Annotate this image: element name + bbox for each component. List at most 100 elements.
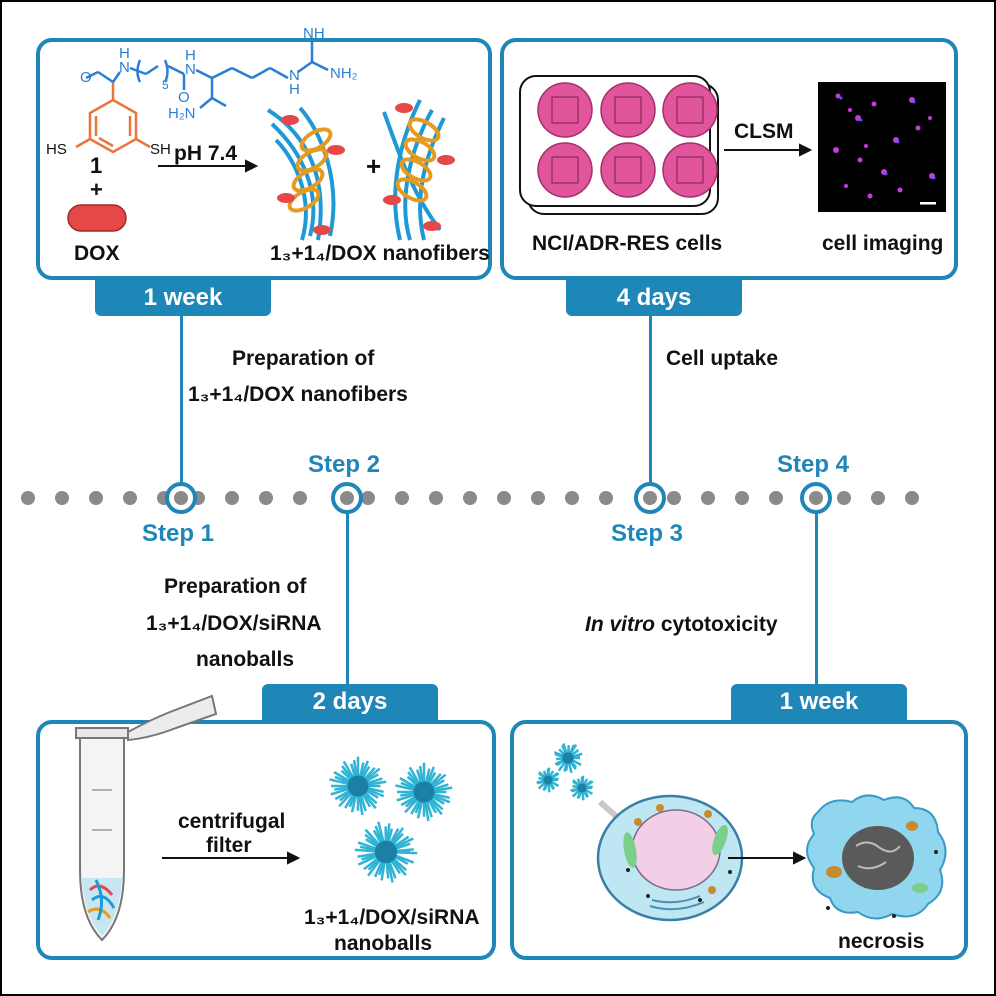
step1-desc-line2: 1₃+1₄/DOX nanofibers [188,383,408,406]
timeline-dot [905,491,919,505]
duration-tab-step1: 1 week [95,280,271,316]
connector-step4 [815,512,818,684]
clsm-arrow [724,143,813,157]
nanoball-small-icons [536,743,594,801]
nanoball [329,756,387,816]
timeline-dot [259,491,273,505]
chain-structure [85,42,329,109]
cell-imaging-micrograph [818,82,946,212]
step2-desc-line2: 1₃+1₄/DOX/siRNA [146,612,322,635]
necrosis-label: necrosis [838,930,925,953]
nanoball [536,767,560,793]
step2-desc-line1: Preparation of [164,575,307,598]
timeline-dot [293,491,307,505]
healthy-cell-icon [596,794,744,922]
step2-desc-line3: nanoballs [196,648,295,671]
necrosis-arrow [728,851,807,865]
centrifuge-tube-icon [75,694,218,942]
timeline-dot [701,491,715,505]
nanofiber-icon-1 [266,106,345,241]
reaction-arrow [158,159,259,173]
timeline-dot [531,491,545,505]
nanofiber-label: 1₃+1₄/DOX nanofibers [270,242,490,265]
timeline-dot [55,491,69,505]
step1-desc-line1: Preparation of [232,347,375,370]
step4-desc: In vitro cytotoxicity [585,611,778,638]
nanoball [395,762,453,822]
step4-label: Step 4 [777,451,850,478]
chem-o2: O [178,89,190,106]
timeline-dot [735,491,749,505]
timeline-step-dot [643,491,657,505]
cells-label: NCI/ADR-RES cells [532,232,723,255]
dox-label: DOX [74,242,120,265]
nanoball-label-line2: nanoballs [334,932,433,955]
cell-imaging-label: cell imaging [822,232,944,255]
chem-n2: N [185,61,196,78]
step4-desc-italic: In vitro [585,613,656,636]
timeline-dot [599,491,613,505]
duration-tab-step2: 2 days [262,684,438,720]
well-plate-icon [519,75,719,215]
filter-label-line2: filter [206,834,252,857]
connector-step3 [649,316,652,484]
timeline-dot [429,491,443,505]
nanoball-label-line1: 1₃+1₄/DOX/siRNA [304,906,480,929]
chem-sh-right: SH [150,141,171,158]
nanoball [553,743,583,774]
chem-h3: H [289,81,300,98]
necrotic-cell-icon [806,794,947,920]
step1-label: Step 1 [142,520,215,547]
chem-o1: O [80,69,92,86]
step4-desc-rest: cytotoxicity [655,613,778,636]
nanofiber-icon-2 [382,99,455,241]
nanoball [570,775,594,801]
step2-label: Step 2 [308,451,381,478]
nanoball [354,821,418,883]
timeline-dot [123,491,137,505]
filter-arrow [162,851,301,865]
filter-label-line1: centrifugal [178,810,286,833]
nanoball-icons [329,756,453,883]
ph-label: pH 7.4 [174,142,238,165]
timeline-dot [565,491,579,505]
timeline-dot [21,491,35,505]
step3-desc: Cell uptake [666,347,779,370]
benzene-ring [75,82,151,154]
step3-label: Step 3 [611,520,684,547]
dox-pill [67,204,127,232]
chem-nh: NH [303,25,325,42]
chem-nh2: NH₂ [330,65,358,82]
connector-step1 [180,316,183,484]
timeline-dot [89,491,103,505]
compound-number: 1 [90,153,103,178]
timeline-dot [497,491,511,505]
chem-sub5: 5 [162,78,169,92]
chem-sh-left: HS [46,141,67,158]
timeline-dot [667,491,681,505]
chem-h2n: H₂N [168,105,196,122]
chem-h1: H [119,45,130,62]
timeline-dot [225,491,239,505]
chem-n3: N [289,67,300,84]
timeline-step-dot [809,491,823,505]
chem-n1: N [119,59,130,76]
timeline-dot [361,491,375,505]
connector-step2 [346,512,349,684]
timeline-step-dot [340,491,354,505]
duration-tab-step3: 4 days [566,280,742,316]
timeline-dot [463,491,477,505]
timeline-dot [837,491,851,505]
duration-tab-step4: 1 week [731,684,907,720]
timeline-dot [871,491,885,505]
product-plus: + [366,151,382,181]
timeline-step-dot [174,491,188,505]
clsm-label: CLSM [734,120,794,143]
timeline-dot [769,491,783,505]
